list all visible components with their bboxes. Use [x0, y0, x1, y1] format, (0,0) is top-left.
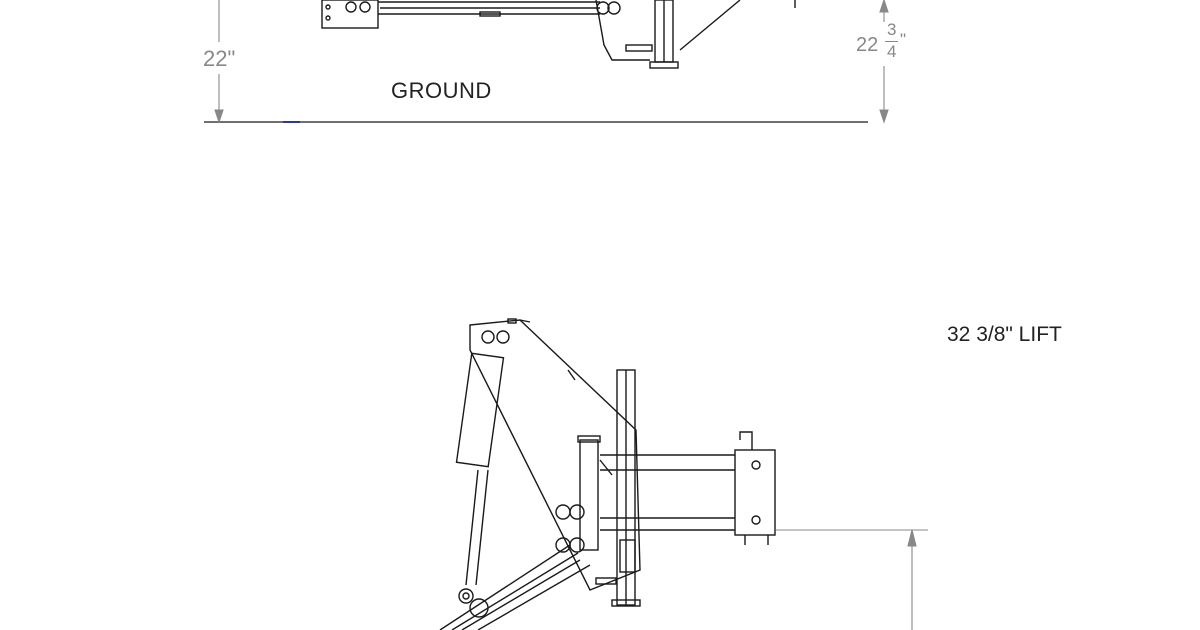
lower-link [477, 564, 591, 630]
plate-tab [507, 318, 517, 324]
right-height-numerator: 3 [887, 20, 897, 39]
lower-link [451, 552, 579, 630]
hitch-bolt [751, 460, 761, 470]
frame-brace [679, 0, 741, 51]
bolt-hole [325, 4, 331, 10]
plate-mark [567, 369, 576, 381]
left-dimension [214, 0, 224, 124]
arm-tab [479, 11, 501, 17]
lift-pivot [569, 504, 585, 520]
cylinder-pin [458, 588, 474, 604]
side-tube [579, 439, 599, 551]
right-height-denominator: 4 [887, 42, 897, 61]
lift-pivot [569, 537, 585, 553]
frame-plate [595, 0, 650, 61]
post-clamp [619, 539, 636, 573]
lift-dimension [776, 529, 928, 630]
cylinder-rod [465, 469, 479, 586]
pivot-hole [496, 330, 510, 344]
foot-tab [625, 44, 653, 52]
pin-hole [607, 1, 621, 15]
lifted-assembly [439, 318, 776, 630]
lowered-assembly [321, 0, 796, 69]
cylinder-rod [475, 469, 489, 586]
ground-label: GROUND [391, 78, 492, 103]
right-height-whole: 22 [856, 34, 879, 56]
lift-pivot [555, 504, 571, 520]
post-foot [611, 599, 641, 607]
jack-foot [649, 61, 679, 69]
right-height-unit: " [900, 30, 907, 49]
lift-label: 32 3/8" LIFT [947, 323, 1062, 346]
lower-link [439, 544, 571, 630]
bolt-hole [325, 15, 331, 21]
hitch-plate [734, 449, 776, 536]
hitch-bolt [751, 515, 761, 525]
hitch-latch [739, 431, 753, 450]
pin-hole [345, 1, 357, 13]
fraction-bar [885, 41, 898, 42]
lower-link [461, 559, 581, 630]
right-dimension [879, 0, 889, 124]
hydraulic-cylinder [455, 352, 505, 468]
left-height-label: 22" [203, 46, 236, 71]
pivot-hole [481, 330, 495, 344]
pin-hole [359, 1, 371, 13]
